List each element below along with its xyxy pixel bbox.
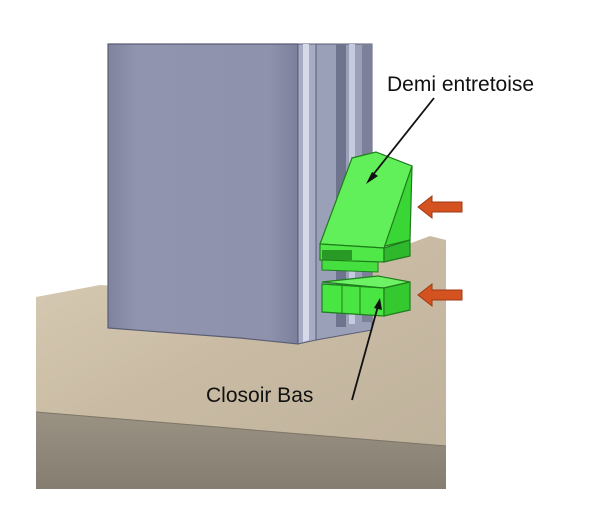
leader-arrowhead-demi [366,172,378,184]
entretoise-slope [319,151,413,249]
closoir-front [321,283,385,317]
leader-arrowhead-closoir [374,298,382,310]
leader-line-demi [371,97,435,177]
demi-entretoise-part [319,151,413,273]
left-arrow-icon [417,282,463,308]
closoir-bas-part [321,275,411,317]
post-groove [336,44,346,327]
post-front-face [107,43,299,345]
label-closoir-bas: Closoir Bas [206,384,314,407]
leader-line-closoir [351,305,379,401]
entretoise-slot [322,250,352,260]
entretoise-side [383,239,411,263]
entretoise-lower-tab [321,259,379,273]
post-flange-highlight [303,44,309,342]
label-demi-entretoise: Demi entretoise [387,73,535,96]
closoir-side [383,281,411,317]
left-arrow-icon [417,194,463,220]
floor-front-face [36,412,446,489]
